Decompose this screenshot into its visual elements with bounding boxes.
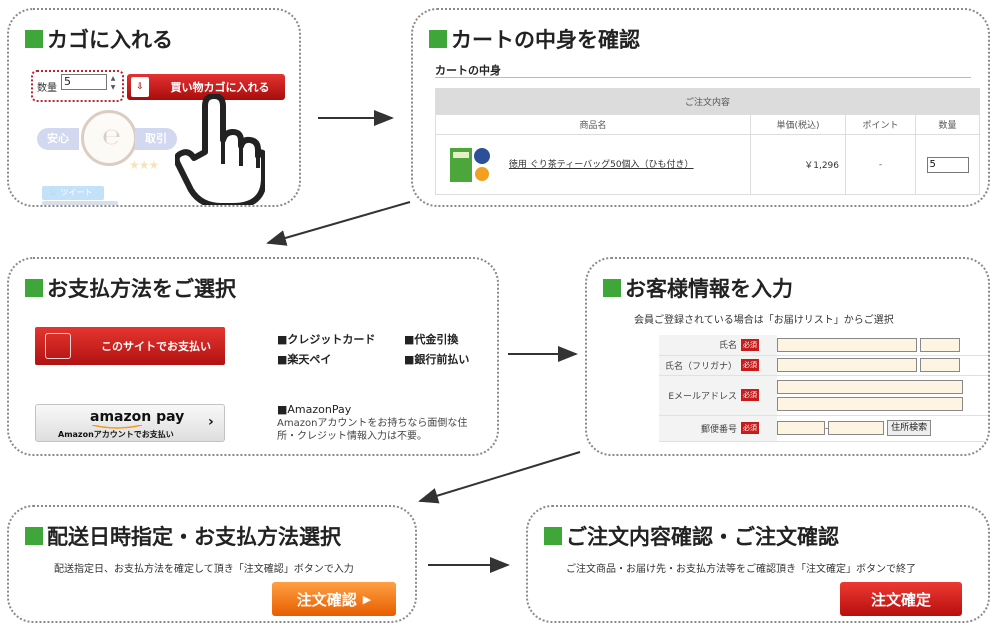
divider: [435, 77, 971, 78]
green-square-icon: [429, 30, 447, 48]
member-note: 会員ご登録されている場合は「お届けリスト」からご選択: [634, 315, 894, 326]
payment-method: ■代金引換: [404, 333, 459, 346]
order-table: ご注文内容 商品名 単価(税込) ポイント 数量 徳用 ぐり茶ティーバッグ50個…: [435, 88, 980, 195]
email-confirm-input[interactable]: [777, 396, 963, 411]
step-final-confirm: ご注文内容確認・ご注文確認 ご注文商品・お届け先・お支払方法等をご確認頂き「注文…: [526, 505, 990, 623]
quantity-label: 数量: [37, 83, 57, 94]
arrow-right-icon: ▶: [362, 592, 372, 606]
trust-right-label: 取引: [135, 128, 177, 150]
amazon-pay-button[interactable]: amazon pay Amazonアカウントでお支払い ›: [35, 404, 225, 442]
cart-subheading: カートの中身: [435, 64, 501, 77]
step-cart-contents: カートの中身を確認 カートの中身 ご注文内容 商品名 単価(税込) ポイント 数…: [411, 8, 990, 207]
column-header: 商品名: [435, 114, 751, 135]
arrow-down-left-icon: [266, 201, 411, 246]
green-square-icon: [603, 279, 621, 297]
step-title: お支払方法をご選択: [25, 273, 236, 303]
green-square-icon: [544, 527, 562, 545]
field-label: Eメールアドレス: [659, 375, 741, 416]
required-badge: 必須: [741, 338, 759, 351]
trust-seal-icon: [81, 110, 137, 166]
final-note: ご注文商品・お届け先・お支払方法等をご確認頂き「注文確定」ボタンで終了: [566, 564, 916, 575]
payment-method: ■楽天ペイ: [277, 353, 332, 366]
quantity-stepper-icon[interactable]: ▲▼: [110, 75, 116, 91]
arrow-down-left-icon: [418, 451, 581, 504]
chevron-right-icon: ›: [208, 414, 214, 430]
zip-input-1[interactable]: [777, 421, 825, 435]
step-add-to-cart: カゴに入れる 数量 5 ▲▼ ⇩ 買い物カゴに入れる 安心 ℮ 取引 ★★★ 🐦…: [7, 8, 301, 207]
shopping-bag-icon: ⇩: [131, 77, 149, 97]
quantity-highlight: [31, 70, 124, 102]
site-payment-button[interactable]: このサイトでお支払い: [35, 327, 225, 365]
step-title: ご注文内容確認・ご注文確認: [544, 521, 839, 551]
cart-quantity-input[interactable]: 5: [926, 156, 969, 173]
amazon-pay-subtitle: Amazonアカウントでお支払い: [58, 430, 174, 439]
required-badge: 必須: [741, 422, 759, 434]
name-input[interactable]: [777, 337, 917, 352]
field-label: 氏名（フリガナ）: [659, 355, 741, 376]
delivery-note: 配送指定日、お支払方法を確定して頂き「注文確認」ボタンで入力: [54, 564, 354, 575]
amazon-smile-icon: [92, 425, 142, 429]
product-name-link[interactable]: 徳用 ぐり茶ティーバッグ50個入（ひも付き）: [508, 160, 694, 170]
order-finalize-button[interactable]: 注文確定: [840, 582, 962, 616]
required-badge: 必須: [741, 359, 759, 371]
column-header: 数量: [915, 114, 980, 135]
green-square-icon: [25, 279, 43, 297]
points-value: -: [845, 134, 916, 195]
step-payment: お支払方法をご選択 このサイトでお支払い ■クレジットカード ■代金引換 ■楽天…: [7, 257, 499, 456]
order-table-header: ご注文内容: [435, 88, 980, 115]
amazon-pay-description: Amazonアカウントをお持ちなら面倒な住所・クレジット情報入力は不要。: [277, 418, 468, 442]
customer-form: 氏名 必須 氏名（フリガナ） 必須 Eメールアドレス 必須 郵便番号 必須 - …: [659, 335, 988, 442]
step-title: お客様情報を入力: [603, 273, 793, 303]
address-search-button[interactable]: 住所検索: [887, 420, 932, 436]
kana-input[interactable]: [777, 358, 917, 372]
rating-stars: ★★★: [129, 158, 159, 172]
trust-badge: 安心 ℮ 取引 ★★★: [37, 108, 177, 176]
step-title: カートの中身を確認: [429, 24, 640, 54]
email-input[interactable]: [777, 379, 963, 394]
unit-price: ￥1,296: [750, 134, 846, 195]
tweet-button[interactable]: 🐦 ツイート: [42, 186, 104, 200]
field-label: 氏名: [659, 335, 741, 356]
payment-method: ■クレジットカード: [277, 333, 376, 346]
payment-method: ■銀行前払い: [404, 353, 470, 366]
product-image: [448, 142, 494, 188]
kana-input-2[interactable]: [919, 358, 960, 372]
green-square-icon: [25, 527, 43, 545]
step-title: カゴに入れる: [25, 24, 173, 54]
field-label: 郵便番号: [659, 415, 741, 442]
step-customer-info: お客様情報を入力 会員ご登録されている場合は「お届けリスト」からご選択 氏名 必…: [585, 257, 990, 456]
trust-left-label: 安心: [37, 128, 79, 150]
table-row: 徳用 ぐり茶ティーバッグ50個入（ひも付き） ￥1,296 - 5: [435, 134, 980, 195]
step-delivery: 配送日時指定・お支払方法選択 配送指定日、お支払方法を確定して頂き「注文確認」ボ…: [7, 505, 417, 623]
step-title: 配送日時指定・お支払方法選択: [25, 521, 341, 551]
required-badge: 必須: [741, 389, 759, 401]
green-square-icon: [25, 30, 43, 48]
amazon-pay-logo: amazon pay: [90, 409, 185, 425]
column-header: ポイント: [845, 114, 916, 135]
pointing-hand-icon: [175, 94, 265, 205]
order-confirm-button[interactable]: 注文確認 ▶: [272, 582, 396, 616]
amazon-pay-title: ■AmazonPay: [277, 403, 352, 416]
quantity-input[interactable]: 5: [61, 74, 107, 90]
column-header: 単価(税込): [750, 114, 846, 135]
seal-icon: [45, 333, 71, 359]
zip-input-2[interactable]: [828, 421, 885, 435]
trust-mark-icon: ℮: [102, 125, 121, 150]
name-input-2[interactable]: [919, 337, 960, 352]
share-button[interactable]: [42, 201, 118, 205]
